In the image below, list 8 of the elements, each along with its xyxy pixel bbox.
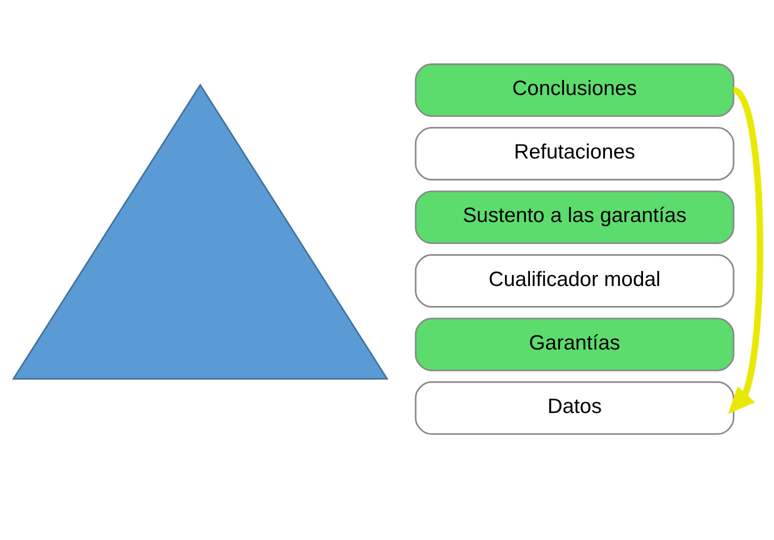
node-box: Sustento a las garantías (414, 190, 734, 244)
node-box: Refutaciones (414, 126, 734, 180)
arrow (728, 86, 764, 414)
node-box: Conclusiones (414, 62, 734, 116)
node-box: Datos (414, 380, 734, 434)
node-box: Cualificador modal (414, 254, 734, 308)
node-triangle (12, 83, 389, 380)
node-box: Garantías (414, 317, 734, 371)
